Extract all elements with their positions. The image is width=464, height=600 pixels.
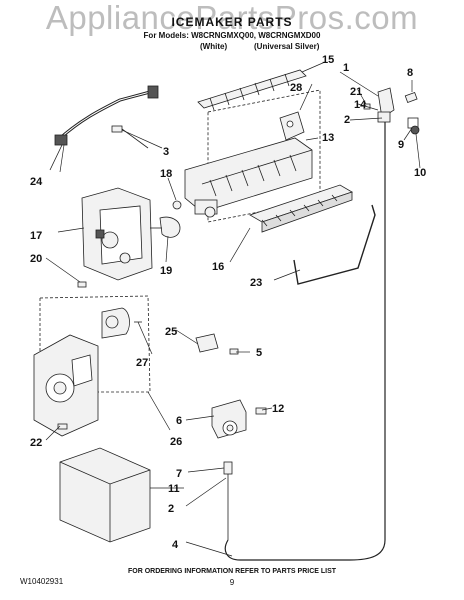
module-housing-part <box>33 334 99 437</box>
callout-25: 25 <box>165 326 177 338</box>
clip-part <box>111 125 149 149</box>
control-housing-part <box>81 187 153 281</box>
callout-2-valve: 2 <box>168 503 174 515</box>
callout-23: 23 <box>250 277 262 289</box>
water-valve-part <box>211 399 267 439</box>
callout-19: 19 <box>160 265 172 277</box>
callout-15: 15 <box>322 54 334 66</box>
callout-1: 1 <box>343 62 349 74</box>
document-number: W10402931 <box>20 577 64 586</box>
fill-cup-part <box>363 87 395 123</box>
screw-part-20 <box>77 281 87 288</box>
ordering-note: FOR ORDERING INFORMATION REFER TO PARTS … <box>127 568 337 575</box>
callout-20: 20 <box>30 253 42 265</box>
callout-27: 27 <box>136 357 148 369</box>
callout-22: 22 <box>30 437 42 449</box>
leader-lines <box>45 61 421 557</box>
fitting-part <box>223 461 233 475</box>
callout-5: 5 <box>256 347 262 359</box>
ice-mold-part <box>184 137 313 218</box>
foam-block-part <box>59 447 151 543</box>
screw-part-22 <box>57 423 68 430</box>
callout-28: 28 <box>290 82 302 94</box>
fitting-set-part <box>404 91 420 135</box>
callout-14: 14 <box>354 99 367 111</box>
callout-8: 8 <box>407 67 413 79</box>
wire-harness-part <box>49 85 159 171</box>
variant-white: (White) <box>200 42 228 51</box>
callout-3: 3 <box>163 146 169 158</box>
bail-arm-part <box>293 204 376 285</box>
watermark: AppliancePartsPros.com <box>45 0 419 36</box>
callout-17: 17 <box>30 230 42 242</box>
page-number: 9 <box>229 578 235 587</box>
callout-13: 13 <box>322 132 334 144</box>
water-tube-part <box>224 122 386 561</box>
callout-16: 16 <box>212 261 224 273</box>
callout-18: 18 <box>160 168 172 180</box>
callout-6: 6 <box>176 415 182 427</box>
callout-11: 11 <box>168 483 180 495</box>
callout-26: 26 <box>170 436 182 448</box>
model-list: For Models: W8CRNGMXQ00, W8CRNGMXD00 <box>143 31 321 40</box>
variant-silver: (Universal Silver) <box>254 42 320 51</box>
stripper-part <box>249 184 353 233</box>
cover-part <box>279 111 305 141</box>
callout-7: 7 <box>176 468 182 480</box>
callout-4: 4 <box>172 539 179 551</box>
thermostat-part <box>150 200 182 238</box>
callout-12: 12 <box>272 403 284 415</box>
callout-24: 24 <box>30 176 43 188</box>
callout-labels: 1 2 3 4 5 6 7 8 9 10 11 12 13 14 15 16 1… <box>30 54 426 551</box>
callout-2: 2 <box>344 114 350 126</box>
callout-21: 21 <box>350 86 362 98</box>
bracket-part <box>195 333 239 355</box>
callout-9: 9 <box>398 139 404 151</box>
ejector-part <box>197 69 307 111</box>
callout-10: 10 <box>414 167 426 179</box>
page-title: ICEMAKER PARTS <box>171 15 293 29</box>
motor-part <box>101 307 142 339</box>
